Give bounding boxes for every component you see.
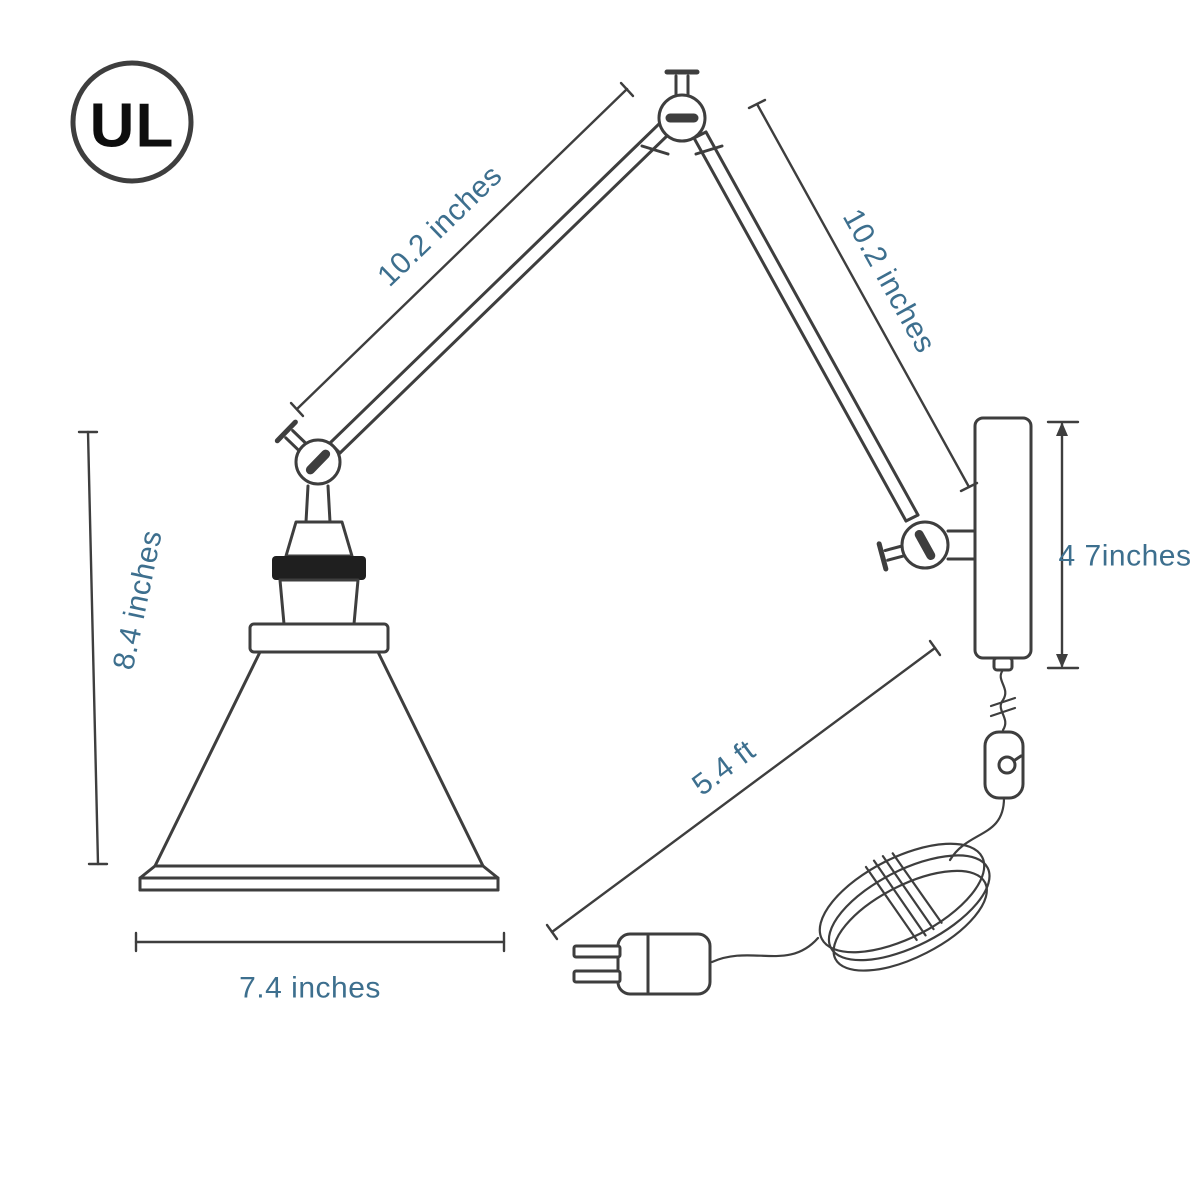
- ul-mark: UL: [70, 60, 194, 184]
- swing-arm-lower: [692, 130, 920, 523]
- label-shade-width: 7.4 inches: [239, 972, 381, 1005]
- dim-arm-upper: [289, 81, 635, 418]
- dim-cord-length: [545, 639, 942, 941]
- inline-switch: [983, 730, 1025, 800]
- label-arm-upper: 10.2 inches: [371, 159, 508, 293]
- dim-arm-lower: [747, 98, 979, 493]
- lamp-socket: [248, 520, 390, 654]
- power-plug: [572, 932, 712, 996]
- elbow-joint: [640, 69, 724, 156]
- label-arm-lower: 10.2 inches: [836, 203, 942, 358]
- dim-backplate-height: [1046, 420, 1080, 670]
- label-lamp-height: 8.4 inches: [107, 527, 169, 673]
- dimension-lines: [77, 81, 1080, 953]
- swing-arm-upper: [328, 121, 672, 455]
- cord-coil: [710, 796, 1006, 972]
- wall-plate: [973, 416, 1033, 672]
- dim-lamp-height: [77, 430, 109, 866]
- power-cord: [989, 668, 1017, 732]
- lamp-shade: [138, 650, 500, 892]
- socket-band: [272, 556, 366, 580]
- ul-circle: [70, 60, 194, 184]
- lamp-joint: [274, 419, 342, 524]
- label-cord-length: 5.4 ft: [686, 734, 762, 802]
- label-backplate-height: 4 7inches: [1059, 540, 1192, 573]
- ul-text: UL: [90, 92, 175, 161]
- dim-shade-width: [134, 931, 506, 953]
- wall-joint: [876, 520, 977, 572]
